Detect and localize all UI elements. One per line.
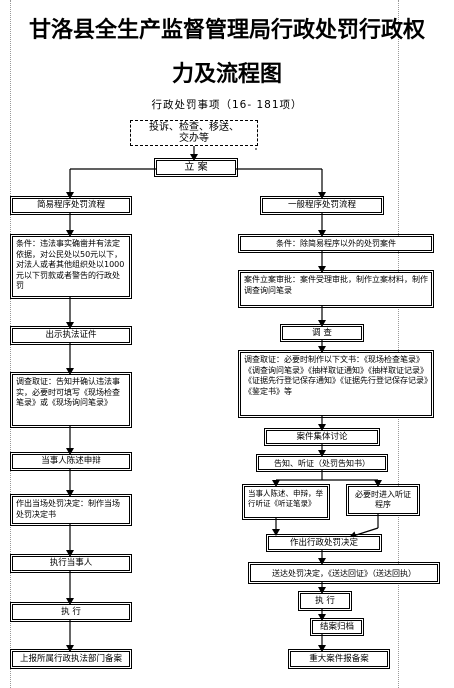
left-header-box: 简易程序处罚流程 bbox=[10, 196, 132, 215]
register-box: 立 案 bbox=[154, 158, 238, 177]
diagram-title-line2: 力及流程图 bbox=[171, 61, 282, 87]
right-hearing-box: 必要时进入听证程序 bbox=[346, 484, 420, 516]
right-deliver-box: 送达处罚决定，《送达回证》（送达回执） bbox=[248, 562, 440, 584]
right-investigate-box: 调 查 bbox=[280, 324, 364, 342]
right-decision-box: 作出行政处罚决定 bbox=[266, 534, 382, 552]
source-box: 投诉、检查、移送、 交办等 bbox=[130, 120, 258, 146]
right-header-box: 一般程序处罚流程 bbox=[260, 196, 384, 215]
diagram-title-line1: 甘洛县全生产监督管理局行政处罚行政权 bbox=[28, 17, 425, 43]
right-statement-box: 当事人陈述、申辩，举行听证《听证笔录》 bbox=[242, 484, 330, 520]
left-execute-box: 执 行 bbox=[10, 602, 132, 622]
right-evidence-box: 调查取证：必要时制作以下文书：《现场检查笔录》《调查询问笔录》《抽样取证通知》《… bbox=[238, 350, 434, 418]
right-execute-box: 执 行 bbox=[298, 591, 352, 611]
right-review-box: 案件集体讨论 bbox=[264, 428, 380, 446]
left-present-id-box: 出示执法证件 bbox=[10, 326, 132, 345]
margin-guide-left bbox=[10, 0, 12, 688]
left-investigate-box: 调查取证：告知并确认违法事实，必要时可填写《现场检查笔录》或《现场询问笔录》 bbox=[10, 372, 132, 428]
left-report-box: 上报所属行政执法部门备案 bbox=[10, 649, 132, 669]
right-condition-box: 条件：除简易程序以外的处罚案件 bbox=[238, 234, 434, 253]
right-inform-box: 告知、听证（处罚告知书） bbox=[256, 454, 388, 472]
diagram-subtitle: 行政处罚事项（16- 181项） bbox=[151, 99, 303, 111]
left-deliver-box: 执行当事人 bbox=[10, 554, 132, 573]
left-statement-box: 当事人陈述申辩 bbox=[10, 452, 132, 471]
left-condition-box: 条件：违法事实确凿并有法定依据，对公民处以50元以下，对法人或者其他组织处以10… bbox=[10, 234, 132, 299]
margin-guide-right bbox=[398, 0, 400, 688]
right-register-box: 案件立案审批：案件受理审批，制作立案材料，制作调查询问笔录 bbox=[238, 270, 434, 308]
right-close-box: 结案归档 bbox=[310, 618, 364, 636]
left-decision-box: 作出当场处罚决定：制作当场处罚决定书 bbox=[10, 494, 132, 526]
right-report-box: 重大案件报备案 bbox=[288, 649, 390, 669]
